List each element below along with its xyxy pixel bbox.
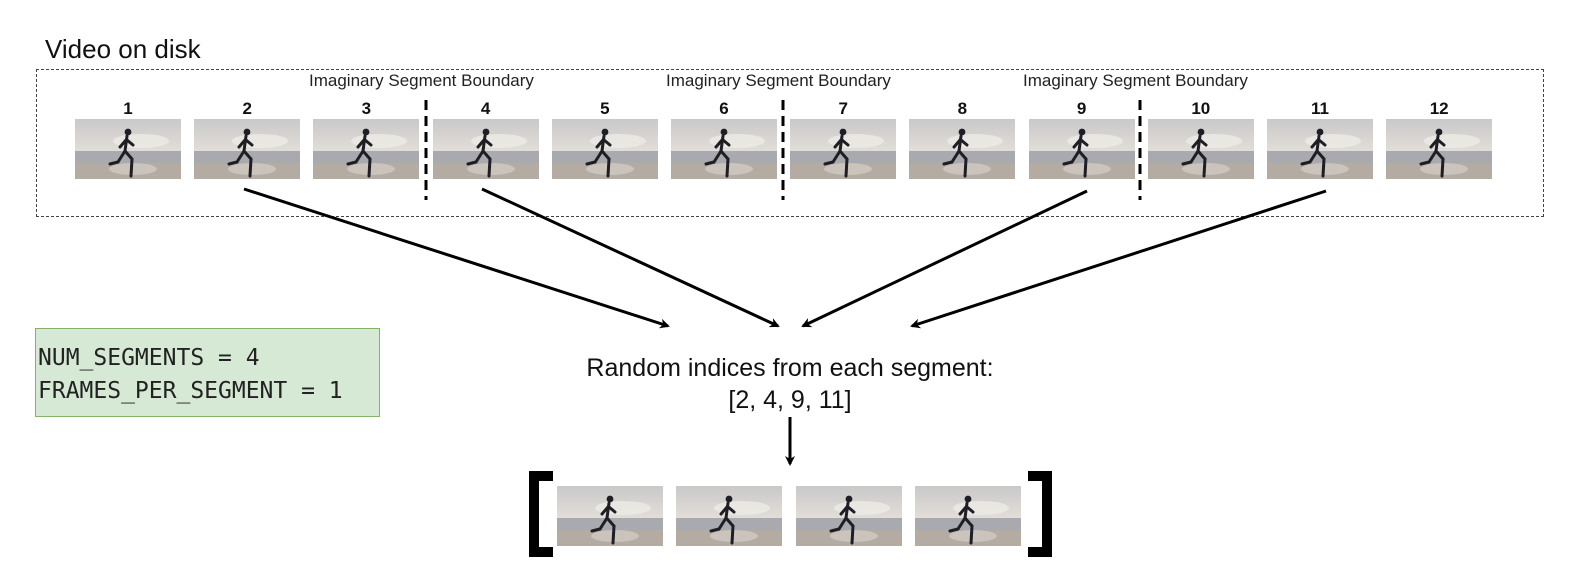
segment-boundary-label: Imaginary Segment Boundary xyxy=(666,71,891,90)
caption-text: Random indices from each segment: xyxy=(586,354,994,382)
frame-number: 12 xyxy=(1429,99,1449,118)
video-frame xyxy=(194,119,301,179)
video-frame xyxy=(1267,119,1373,179)
frame-number: 11 xyxy=(1311,99,1329,118)
video-frame xyxy=(1386,119,1493,179)
video-frame xyxy=(671,119,777,179)
frame-number: 5 xyxy=(600,99,610,118)
sampled-frame xyxy=(557,486,663,546)
video-frame xyxy=(1147,119,1254,179)
selected-indices-text: [2, 4, 9, 11] xyxy=(728,386,852,414)
video-frame xyxy=(790,119,897,179)
config-frames-per-segment: FRAMES_PER_SEGMENT = 1 xyxy=(38,378,343,404)
arrow-frame-2 xyxy=(243,187,670,329)
frame-number: 1 xyxy=(123,99,133,118)
segment-boundary-label: Imaginary Segment Boundary xyxy=(1023,71,1248,90)
sampled-frame xyxy=(676,486,783,546)
video-on-disk-box xyxy=(36,69,1544,217)
right-bracket xyxy=(1028,471,1052,557)
frame-number: 2 xyxy=(242,99,252,118)
video-frame xyxy=(1028,119,1135,179)
frame-number: 9 xyxy=(1076,99,1087,118)
video-frame xyxy=(313,119,420,179)
frame-number: 6 xyxy=(719,99,729,118)
config-box: NUM_SEGMENTS = 4 FRAMES_PER_SEGMENT = 1 xyxy=(35,328,380,417)
video-frame xyxy=(551,119,658,179)
diagram-title: Video on disk xyxy=(45,34,201,64)
sampled-frame xyxy=(795,486,902,546)
arrow-frame-11 xyxy=(910,189,1327,329)
frame-number: 3 xyxy=(361,99,372,118)
arrow-frame-4 xyxy=(481,187,780,328)
segment-boundary-label: Imaginary Segment Boundary xyxy=(309,71,534,90)
config-num-segments: NUM_SEGMENTS = 4 xyxy=(38,345,260,371)
frame-number: 4 xyxy=(480,99,491,118)
frame-number: 10 xyxy=(1191,99,1211,118)
video-frame xyxy=(432,119,539,179)
left-bracket xyxy=(529,471,553,557)
sampling-caption: Random indices from each segment: [2, 4,… xyxy=(560,352,1020,416)
sampled-frame xyxy=(914,486,1021,546)
frame-number: 8 xyxy=(957,99,968,118)
arrow-frame-9 xyxy=(801,189,1088,328)
video-frame xyxy=(909,119,1016,179)
frame-number: 7 xyxy=(838,99,848,118)
video-frame xyxy=(75,119,181,179)
